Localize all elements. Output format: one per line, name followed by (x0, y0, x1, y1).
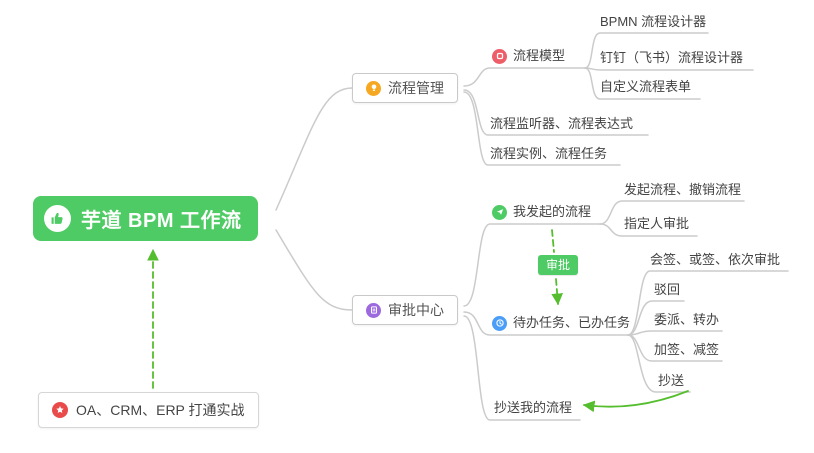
leaf-label: 抄送 (658, 373, 685, 388)
branch-label: 流程管理 (388, 80, 444, 96)
send-icon (492, 204, 507, 220)
node-bpmn-designer[interactable]: BPMN 流程设计器 (600, 13, 706, 31)
leaf-label: 待办任务、已办任务 (513, 315, 631, 330)
branch-label: 审批中心 (388, 302, 444, 318)
node-oa-crm-erp-note[interactable]: OA、CRM、ERP 打通实战 (38, 392, 259, 428)
node-listener-expression[interactable]: 流程监听器、流程表达式 (490, 115, 633, 133)
model-icon (492, 48, 507, 64)
leaf-label: 流程实例、流程任务 (490, 146, 608, 161)
node-process-management[interactable]: 流程管理 (352, 73, 458, 103)
node-countersign-orsign-sequential[interactable]: 会签、或签、依次审批 (650, 251, 780, 269)
node-reject[interactable]: 驳回 (654, 281, 680, 299)
node-add-reduce-sign[interactable]: 加签、减签 (654, 341, 719, 359)
leaf-label: 委派、转办 (654, 312, 720, 327)
node-instance-task[interactable]: 流程实例、流程任务 (490, 145, 607, 163)
node-initiate-cancel[interactable]: 发起流程、撤销流程 (624, 181, 741, 199)
node-assignee-approval[interactable]: 指定人审批 (624, 215, 689, 233)
node-delegate-transfer[interactable]: 委派、转办 (654, 311, 719, 329)
node-custom-form[interactable]: 自定义流程表单 (600, 78, 691, 96)
leaf-label: 流程监听器、流程表达式 (490, 116, 634, 131)
leaf-label: 流程模型 (513, 48, 566, 63)
node-todo-done-tasks[interactable]: 待办任务、已办任务 (492, 314, 630, 332)
leaf-label: 我发起的流程 (513, 204, 592, 219)
leaf-label: 发起流程、撤销流程 (624, 182, 742, 197)
approval-relation-badge[interactable]: 审批 (538, 255, 579, 275)
leaf-label: 加签、减签 (654, 342, 720, 357)
branch-curves (275, 32, 789, 421)
leaf-label: 自定义流程表单 (600, 79, 692, 94)
note-label: OA、CRM、ERP 打通实战 (76, 402, 245, 418)
root-label: 芋道 BPM 工作流 (81, 210, 242, 232)
leaf-label: 钉钉（飞书）流程设计器 (600, 50, 744, 65)
clock-icon (492, 315, 507, 331)
leaf-label: 抄送我的流程 (494, 400, 573, 415)
star-icon (52, 402, 68, 418)
node-process-model[interactable]: 流程模型 (492, 47, 565, 65)
node-dingtalk-feishu-designer[interactable]: 钉钉（飞书）流程设计器 (600, 49, 743, 67)
node-cc[interactable]: 抄送 (658, 372, 684, 390)
leaf-label: 会签、或签、依次审批 (650, 252, 781, 267)
relation-arrows (147, 229, 689, 413)
clipboard-icon (366, 302, 381, 318)
thumbs-up-icon (44, 205, 71, 232)
node-cc-my-process[interactable]: 抄送我的流程 (494, 399, 572, 417)
node-approval-center[interactable]: 审批中心 (352, 295, 458, 325)
lightbulb-icon (366, 80, 381, 96)
leaf-label: BPMN 流程设计器 (600, 14, 707, 29)
leaf-label: 指定人审批 (624, 216, 690, 231)
node-my-initiated-process[interactable]: 我发起的流程 (492, 203, 591, 221)
root-node[interactable]: 芋道 BPM 工作流 (33, 196, 258, 241)
leaf-label: 驳回 (654, 282, 681, 297)
